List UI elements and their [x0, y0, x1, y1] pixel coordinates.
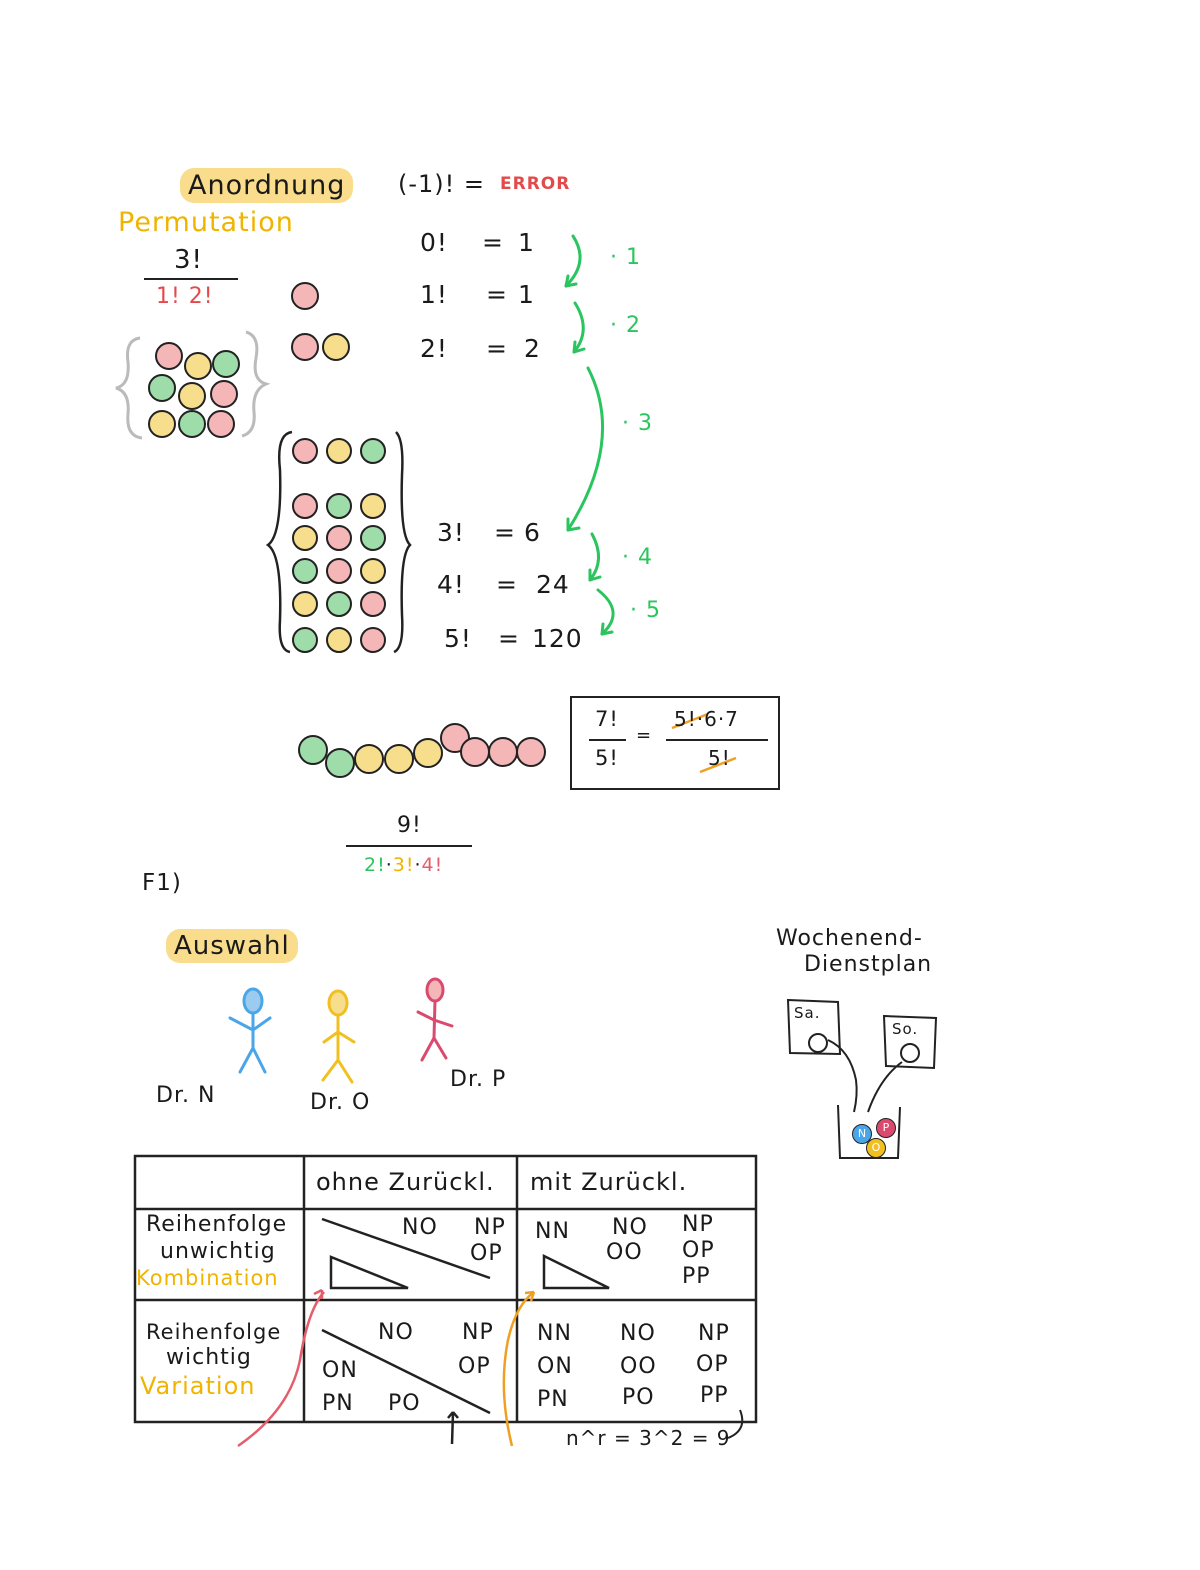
formula: n^r = 3^2 = 9 [566, 1428, 731, 1448]
fraction-numerator: 3! [174, 247, 203, 273]
r1-mit-5: PP [682, 1266, 711, 1288]
r2-ohne-3: OP [458, 1356, 491, 1378]
sa-label: Sa. [794, 1006, 820, 1021]
r1-ohne-0: NO [402, 1217, 438, 1239]
r1-mit-0: NN [535, 1221, 570, 1243]
box-left-num: 7! [595, 709, 619, 730]
exercise-label: F1) [142, 872, 182, 895]
col-header-mit: mit Zurückl. [530, 1170, 687, 1194]
r2-mit-1: NO [620, 1323, 656, 1345]
r2-mit-7: PO [622, 1387, 655, 1409]
r1-mit-1: NO [612, 1217, 648, 1239]
r1-mit-2: NP [682, 1214, 714, 1236]
multiplier-3: · 3 [622, 413, 653, 435]
r2-mit-3: ON [537, 1356, 573, 1378]
multiplier-2: · 2 [610, 315, 641, 337]
brace-left [116, 338, 142, 438]
r2-mit-0: NN [537, 1323, 572, 1345]
dienstplan-title-1: Wochenend- [776, 928, 923, 950]
nine-den: 2!·3!·4! [364, 856, 443, 875]
neg-factorial: (-1)! = [398, 172, 485, 196]
col-header-ohne: ohne Zurückl. [316, 1170, 495, 1194]
anordnung-title: Anordnung [180, 172, 353, 199]
multiplier-4: · 4 [622, 547, 653, 569]
box-eq: = [636, 727, 652, 745]
so-label: So. [892, 1022, 918, 1037]
doctor-p-label: Dr. P [450, 1069, 506, 1091]
brace-big-right [394, 432, 410, 652]
r2-mit-8: PP [700, 1385, 729, 1407]
ball-pair-2 [322, 333, 350, 361]
ball-pair-1 [291, 333, 319, 361]
error-label: ERROR [500, 176, 570, 193]
row2-label-2: wichtig [166, 1347, 252, 1369]
r2-ohne-1: NP [462, 1322, 494, 1344]
r2-ohne-2: ON [322, 1360, 358, 1382]
r2-mit-6: PN [537, 1389, 569, 1411]
r2-mit-2: NP [698, 1323, 730, 1345]
auswahl-title: Auswahl [166, 933, 298, 959]
row2-variation: Variation [140, 1374, 255, 1398]
row1-label-2: unwichtig [160, 1241, 276, 1263]
permutation-label: Permutation [118, 209, 294, 236]
r2-mit-5: OP [696, 1354, 729, 1376]
r2-ohne-0: NO [378, 1322, 414, 1344]
multiplier-1: · 1 [610, 247, 641, 269]
fraction-denominator: 1! 2! [156, 286, 214, 308]
figure-dr-p [418, 979, 452, 1060]
green-arrows [566, 236, 613, 634]
dienstplan-title-2: Dienstplan [804, 954, 932, 976]
r1-ohne-2: OP [470, 1243, 503, 1265]
r2-ohne-5: PO [388, 1393, 421, 1415]
r1-mit-4: OP [682, 1240, 715, 1262]
doctor-n-label: Dr. N [156, 1085, 215, 1107]
brace-right [242, 332, 266, 436]
r1-ohne-1: NP [474, 1217, 506, 1239]
figure-dr-n [230, 989, 270, 1072]
row1-label-1: Reihenfolge [146, 1214, 287, 1236]
box-right-num: 5!·6·7 [674, 709, 739, 729]
box-right-den: 5! [708, 748, 731, 768]
figure-dr-o [323, 991, 354, 1082]
r1-mit-3: OO [606, 1242, 643, 1264]
row1-kombination: Kombination [136, 1268, 279, 1289]
doctor-o-label: Dr. O [310, 1092, 370, 1114]
ball-single [291, 282, 319, 310]
r2-ohne-4: PN [322, 1393, 354, 1415]
multiplier-5: · 5 [630, 600, 661, 622]
brace-big-left [268, 432, 292, 652]
r2-mit-4: OO [620, 1356, 657, 1378]
nine-num: 9! [397, 815, 422, 837]
row2-label-1: Reihenfolge [146, 1322, 281, 1343]
box-left-den: 5! [595, 748, 619, 769]
